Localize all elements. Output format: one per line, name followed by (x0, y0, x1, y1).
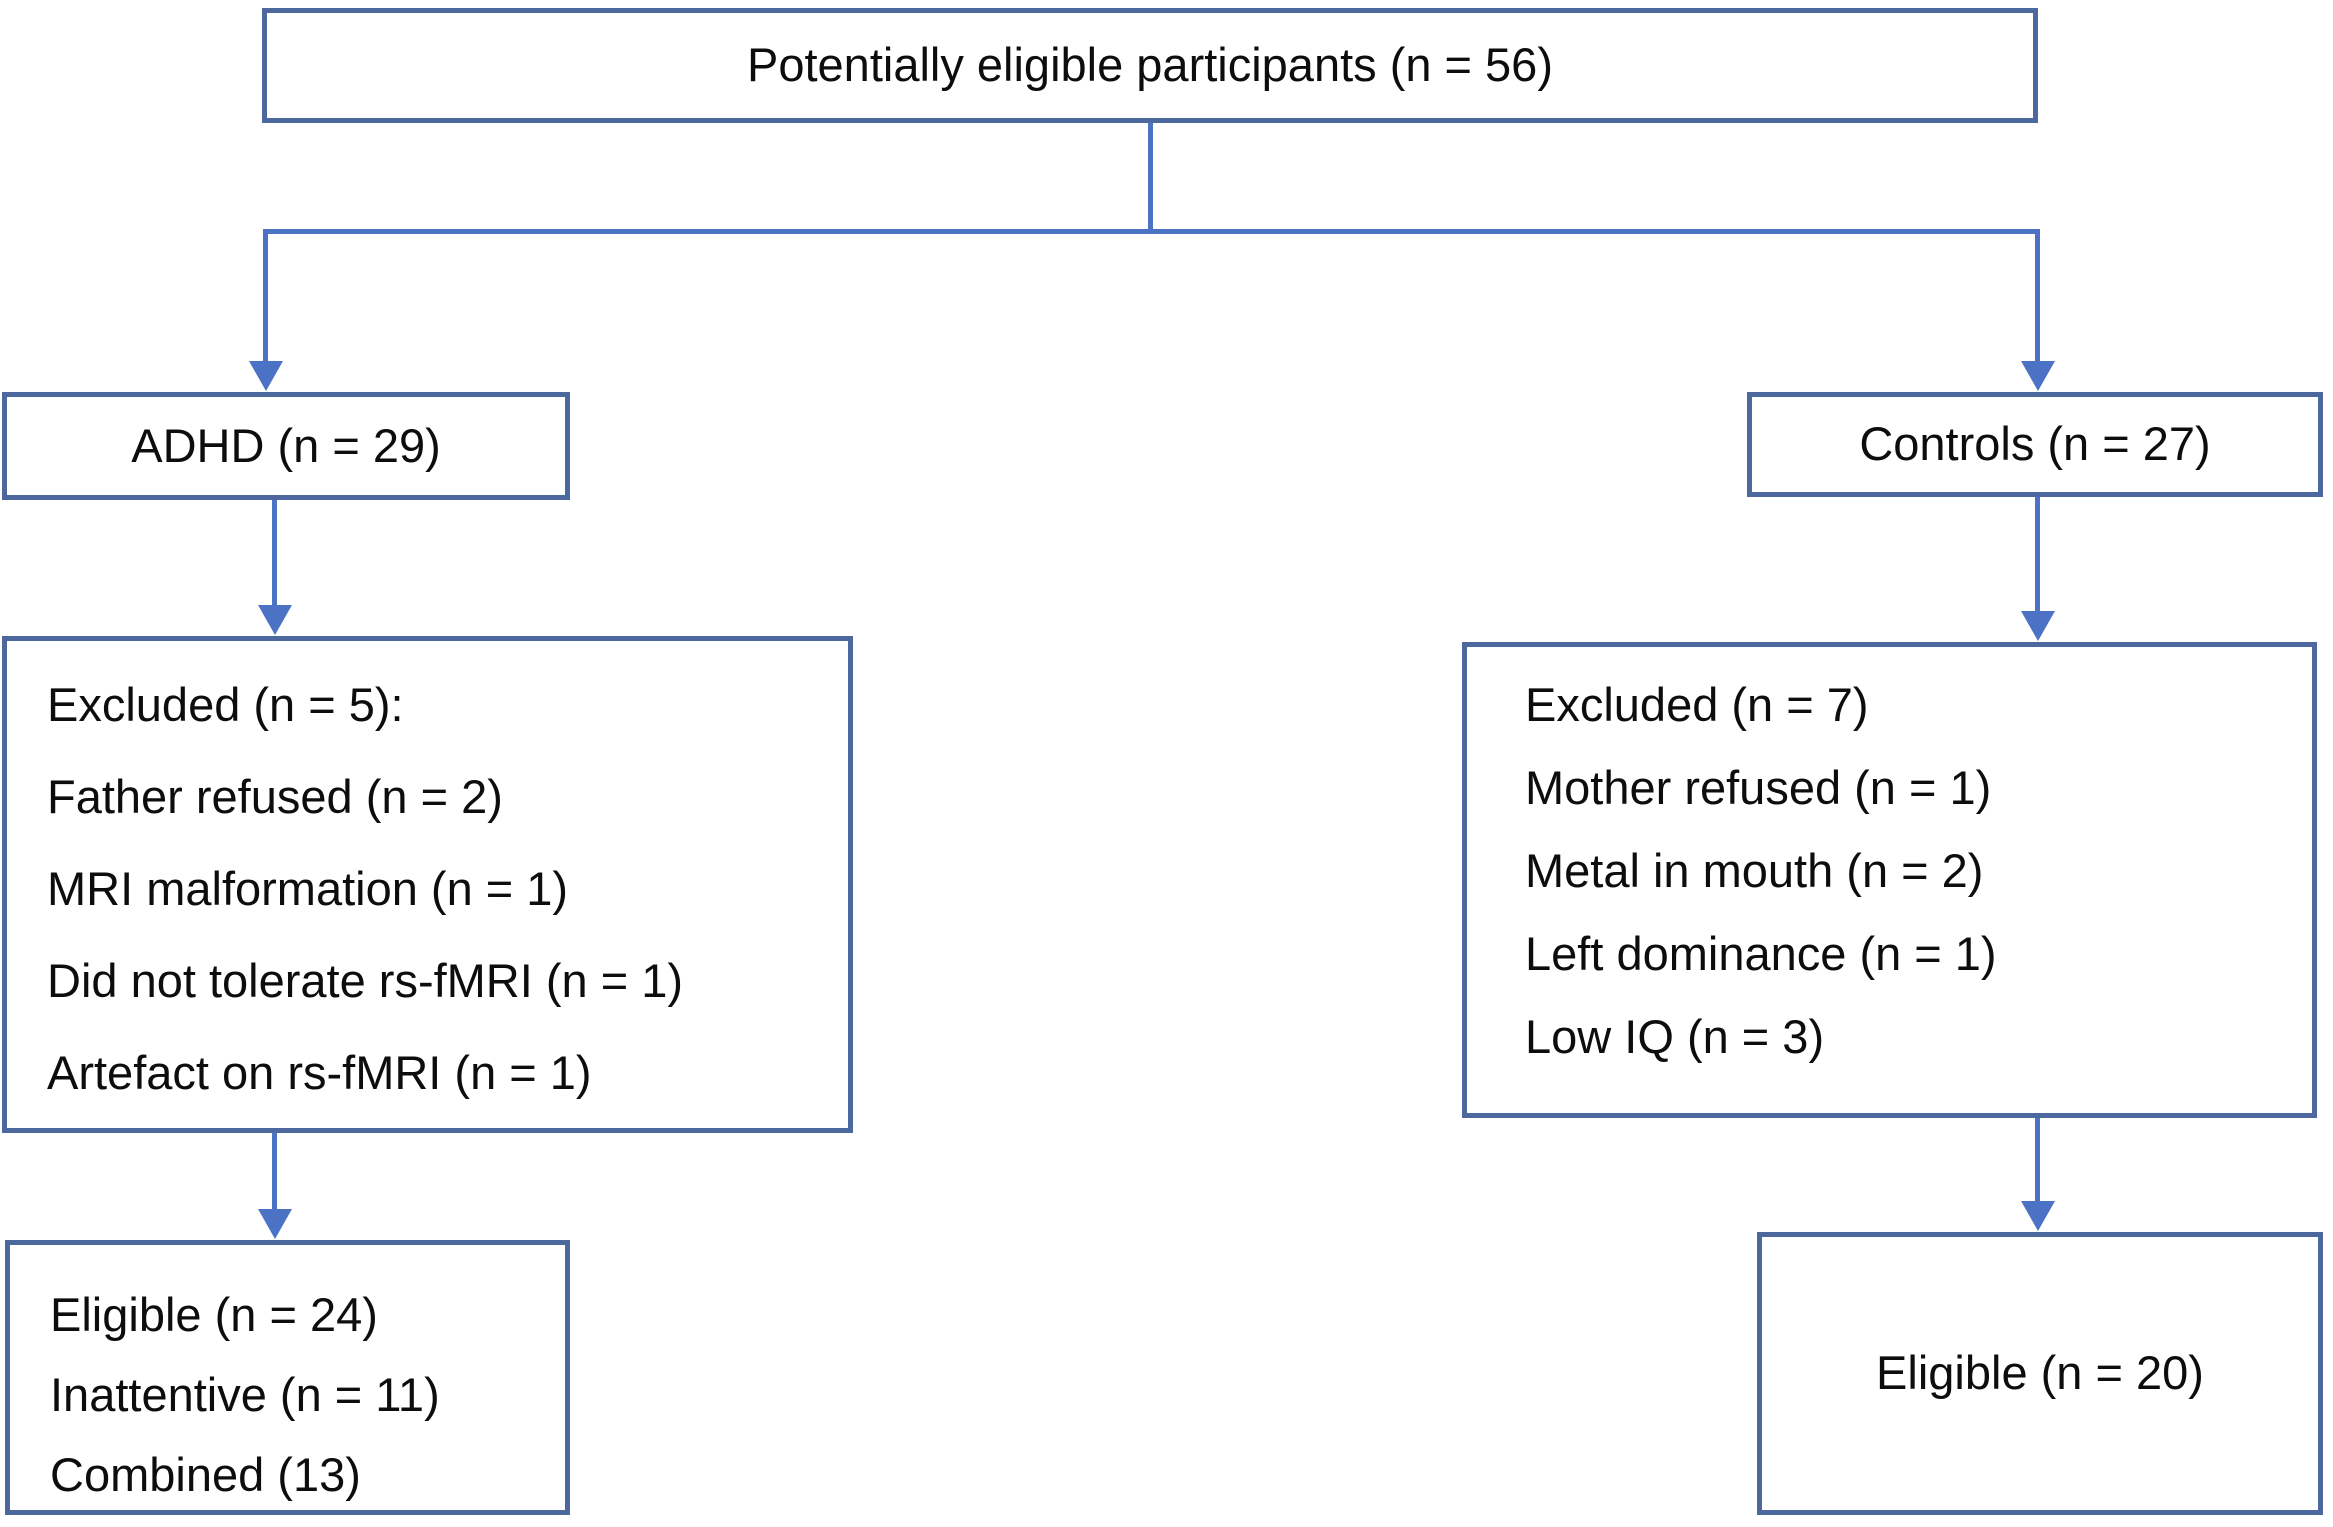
box-controls: Controls (n = 27) (1747, 392, 2323, 497)
connector-top-stem (1148, 123, 1153, 232)
adhd-excluded-reason: MRI malformation (n = 1) (47, 862, 569, 915)
adhd-eligible-line: Combined (13) (50, 1448, 361, 1501)
controls-excluded-heading: Excluded (n = 7) (1525, 678, 1869, 731)
arrow-down-icon (2021, 1201, 2055, 1231)
adhd-label: ADHD (n = 29) (131, 418, 441, 472)
arrow-down-icon (258, 1209, 292, 1239)
controls-excluded-reason: Mother refused (n = 1) (1525, 761, 1992, 814)
connector-drop-left (263, 229, 268, 363)
arrow-down-icon (258, 605, 292, 635)
connector-controls-to-excluded (2035, 497, 2040, 613)
box-adhd-eligible: Eligible (n = 24) Inattentive (n = 11) C… (5, 1240, 570, 1515)
adhd-excluded-heading: Excluded (n = 5): (47, 678, 404, 731)
box-adhd: ADHD (n = 29) (2, 392, 570, 500)
box-controls-eligible: Eligible (n = 20) (1757, 1232, 2323, 1515)
controls-excluded-reason: Low IQ (n = 3) (1525, 1010, 1825, 1063)
adhd-eligible-line: Inattentive (n = 11) (50, 1368, 440, 1421)
adhd-excluded-reason: Artefact on rs-fMRI (n = 1) (47, 1046, 592, 1099)
adhd-excluded-reason: Father refused (n = 2) (47, 770, 503, 823)
arrow-down-icon (2021, 611, 2055, 641)
arrow-down-icon (249, 361, 283, 391)
box-potentially-eligible: Potentially eligible participants (n = 5… (262, 8, 2038, 123)
connector-adhd-excluded-to-eligible (272, 1133, 277, 1211)
controls-label: Controls (n = 27) (1859, 417, 2211, 471)
connector-drop-right (2035, 229, 2040, 363)
adhd-eligible-line: Eligible (n = 24) (50, 1288, 378, 1341)
connector-branch-horizontal (264, 229, 2040, 234)
box-controls-excluded: Excluded (n = 7) Mother refused (n = 1) … (1462, 642, 2317, 1118)
box-adhd-excluded: Excluded (n = 5): Father refused (n = 2)… (2, 636, 853, 1133)
arrow-down-icon (2021, 361, 2055, 391)
connector-controls-excluded-to-eligible (2035, 1118, 2040, 1203)
connector-adhd-to-excluded (272, 500, 277, 607)
controls-eligible-label: Eligible (n = 20) (1876, 1346, 2204, 1400)
potentially-eligible-label: Potentially eligible participants (n = 5… (747, 38, 1553, 92)
controls-excluded-reason: Left dominance (n = 1) (1525, 927, 1997, 980)
controls-excluded-reason: Metal in mouth (n = 2) (1525, 844, 1984, 897)
adhd-excluded-reason: Did not tolerate rs-fMRI (n = 1) (47, 954, 684, 1007)
